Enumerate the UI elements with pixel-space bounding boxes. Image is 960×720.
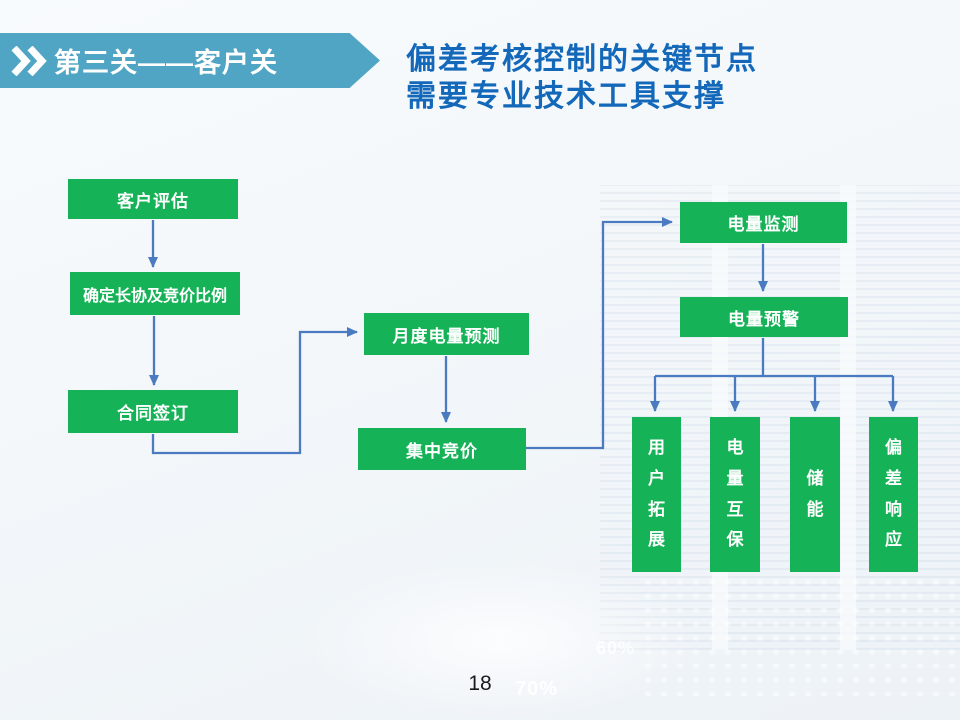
node-label: 月度电量预测	[392, 326, 501, 346]
slide-title-line1: 偏差考核控制的关键节点	[406, 43, 758, 76]
background-glow	[300, 560, 700, 720]
background-watermark: 60%	[596, 638, 636, 658]
node-label: 集中竞价	[406, 441, 478, 461]
node-power-monitoring: 电量监测	[680, 202, 847, 243]
node-label: 客户评估	[117, 191, 189, 211]
node-long-term-and-bidding-ratio: 确定长协及竞价比例	[70, 272, 240, 315]
node-label: 确定长协及竞价比例	[82, 287, 227, 305]
node-label: 电量互保	[726, 438, 744, 550]
section-banner: 第三关——客户关	[0, 33, 380, 88]
node-customer-evaluation: 客户评估	[68, 179, 238, 219]
node-energy-storage: 储能	[790, 417, 840, 572]
section-banner-label: 第三关——客户关	[54, 48, 278, 78]
node-power-warning: 电量预警	[680, 297, 848, 337]
node-user-expansion: 用户拓展	[632, 417, 681, 572]
double-chevron-right-icon	[11, 45, 47, 76]
node-centralized-bidding: 集中竞价	[358, 428, 526, 470]
node-deviation-response: 偏差响应	[869, 417, 918, 572]
slide-title-line2: 需要专业技术工具支撑	[406, 80, 726, 113]
node-contract-signing: 合同签订	[68, 390, 238, 433]
node-label: 电量监测	[727, 215, 800, 234]
node-label: 用户拓展	[648, 438, 665, 550]
slide-title: 偏差考核控制的关键节点 需要专业技术工具支撑	[406, 41, 758, 115]
node-label: 储能	[806, 468, 824, 519]
node-label: 合同签订	[117, 404, 189, 423]
node-label: 偏差响应	[885, 438, 902, 550]
page-number: 18	[468, 672, 492, 695]
node-power-mutual-insurance: 电量互保	[710, 417, 760, 572]
node-monthly-power-forecast: 月度电量预测	[364, 313, 529, 355]
node-label: 电量预警	[728, 309, 800, 329]
